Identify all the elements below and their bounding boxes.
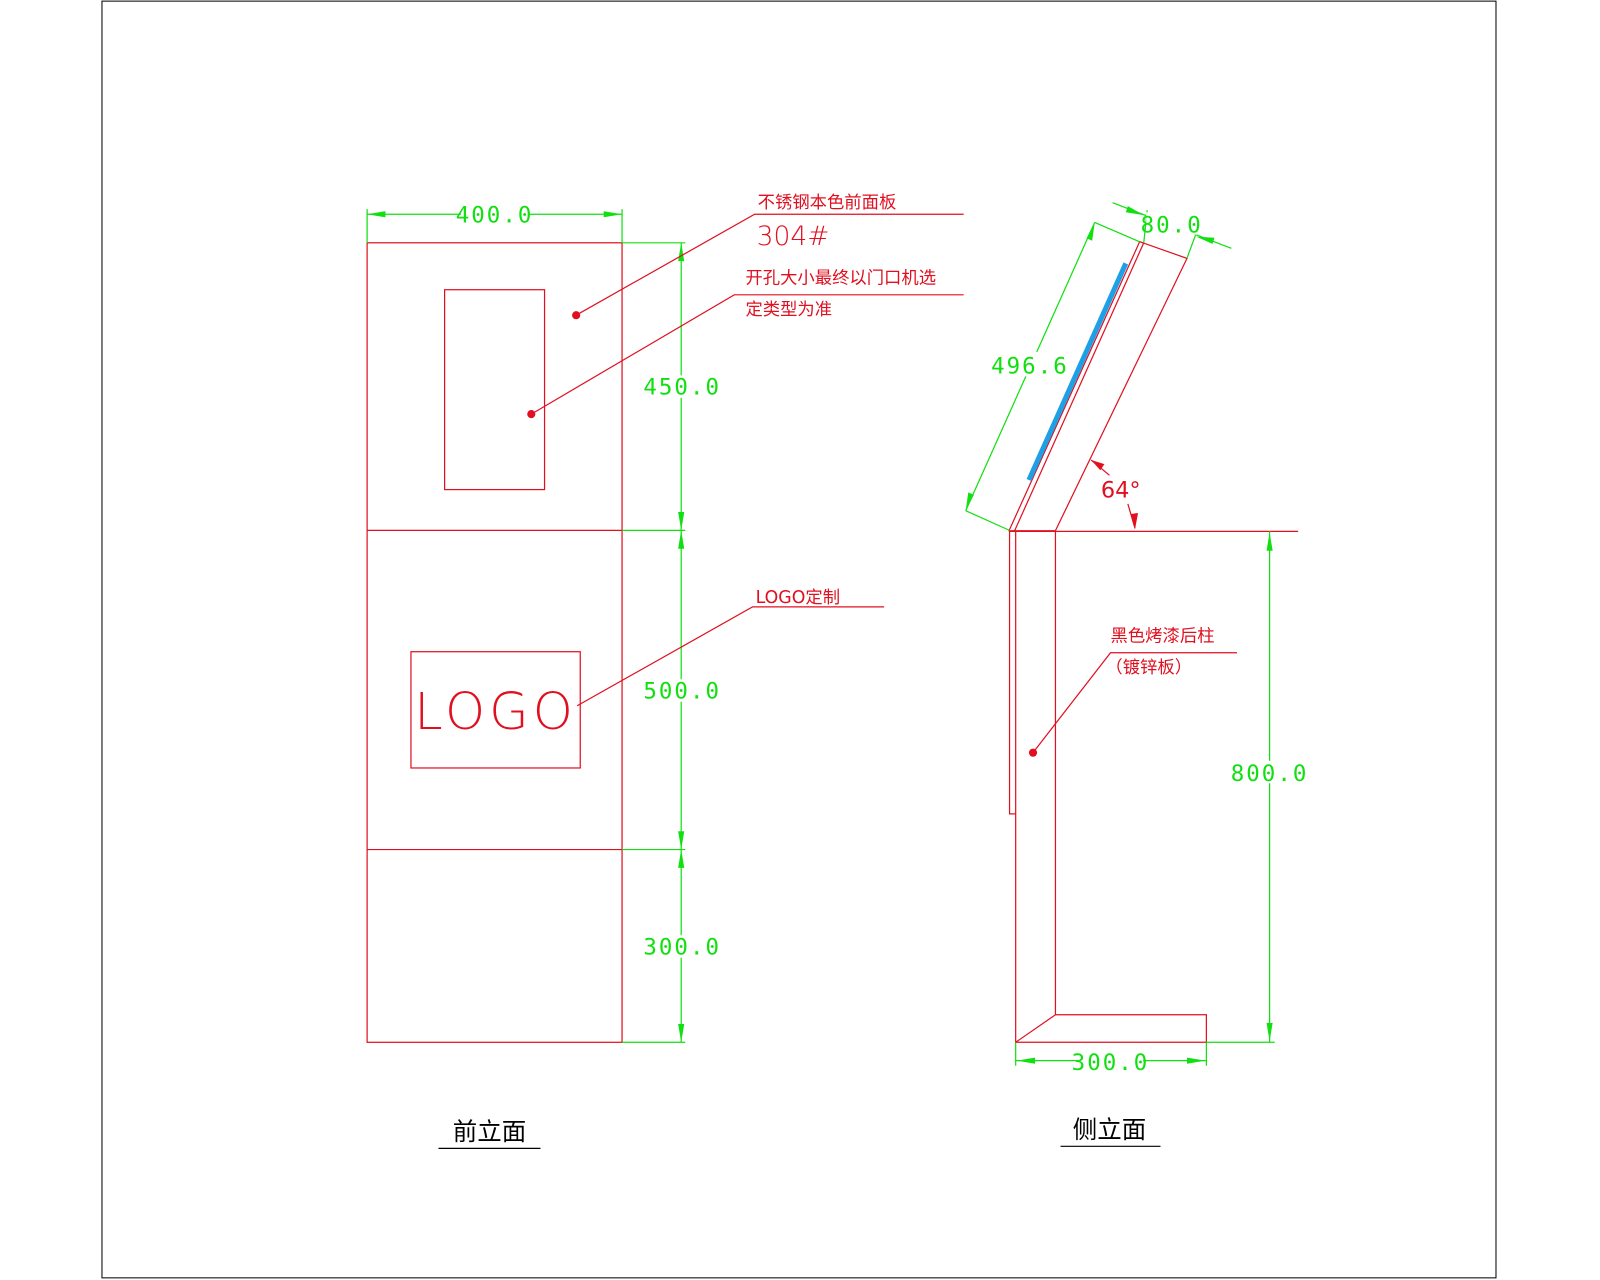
arrow-right-icon [1186,1057,1206,1064]
leader-cutout: 开孔大小最终以门口机选 定类型为准 [527,269,964,419]
logo-box [410,651,581,769]
arrow-up-icon [678,530,685,549]
screen-cutout [444,289,546,491]
dim-base: 300.0 [1015,1042,1207,1076]
post-note-line1: 黑色烤漆后柱 [1111,627,1215,647]
dim-middle-text: 500.0 [643,679,721,705]
extension-line [965,510,1010,531]
extension-line [1094,221,1140,243]
front-body [366,242,623,1043]
arrow-down-icon [678,831,685,850]
dim-panel-length-text: 496.6 [991,353,1069,379]
cutout-note-line1: 开孔大小最终以门口机选 [745,269,936,289]
leader-line [576,606,885,707]
logo-text: LOGO [414,683,577,742]
front-view-title: 前立面 [453,1117,526,1146]
arrow-icon [1196,236,1215,244]
dim-panel-length: 496.6 [965,221,1140,531]
leader-line [530,294,964,415]
leader-line [575,213,964,316]
dim-width: 400.0 [366,202,623,243]
dim-vertical: 450.0 500.0 300.0 [622,242,721,1043]
arrow-up-icon [678,242,685,262]
dim-base-text: 300.0 [1072,1050,1150,1076]
arrow-down-icon [678,512,685,531]
leader-line [1032,652,1237,754]
front-view: LOGO 400.0 450.0 500.0 [366,193,964,1149]
arrow-icon [965,492,974,511]
panel-note-line2: 304# [757,221,830,252]
panel-note-line1: 不锈钢本色前面板 [758,193,897,213]
dim-height: 800.0 [1206,531,1309,1043]
screen [1026,262,1129,482]
front-panel [1008,531,1016,815]
leader-panel: 不锈钢本色前面板 304# [572,193,964,320]
side-view: 496.6 80.0 64° 800.0 [965,202,1309,1147]
leader-post: 黑色烤漆后柱 （镀锌板） [1028,627,1237,757]
arrow-up-icon [678,849,685,868]
arrow-up-icon [1266,532,1273,551]
logo-note: LOGO定制 [756,588,840,608]
post-note-line2: （镀锌板） [1105,658,1192,678]
extension-line [1186,230,1198,259]
angle-text: 64° [1101,478,1141,504]
dim-top-text: 450.0 [643,375,721,401]
dim-angle: 64° [1090,459,1141,530]
leader-logo: LOGO定制 [576,588,885,707]
arrow-icon [1086,222,1095,241]
side-view-title: 侧立面 [1073,1115,1146,1144]
dim-bottom-text: 300.0 [643,935,721,961]
tilted-head [1008,240,1188,532]
dim-height-text: 800.0 [1231,761,1309,787]
arrow-icon [1125,206,1144,216]
arrow-icon [1091,460,1105,471]
arrow-left-icon [1016,1057,1036,1064]
rear-post [1015,530,1207,1043]
arrow-left-icon [367,211,386,218]
cutout-note-line2: 定类型为准 [745,300,832,320]
arrow-down-icon [1266,1022,1273,1042]
arrow-down-icon [678,1023,685,1043]
arrow-right-icon [603,211,623,218]
base-corner-line [1015,1014,1056,1043]
front-panel-edge [1014,242,1145,531]
dim-panel-depth-text: 80.0 [1141,213,1203,239]
dim-panel-depth: 80.0 [1112,202,1232,259]
dim-width-text: 400.0 [456,202,534,228]
drawing-frame [101,0,1497,1279]
arrow-icon [1130,513,1139,530]
